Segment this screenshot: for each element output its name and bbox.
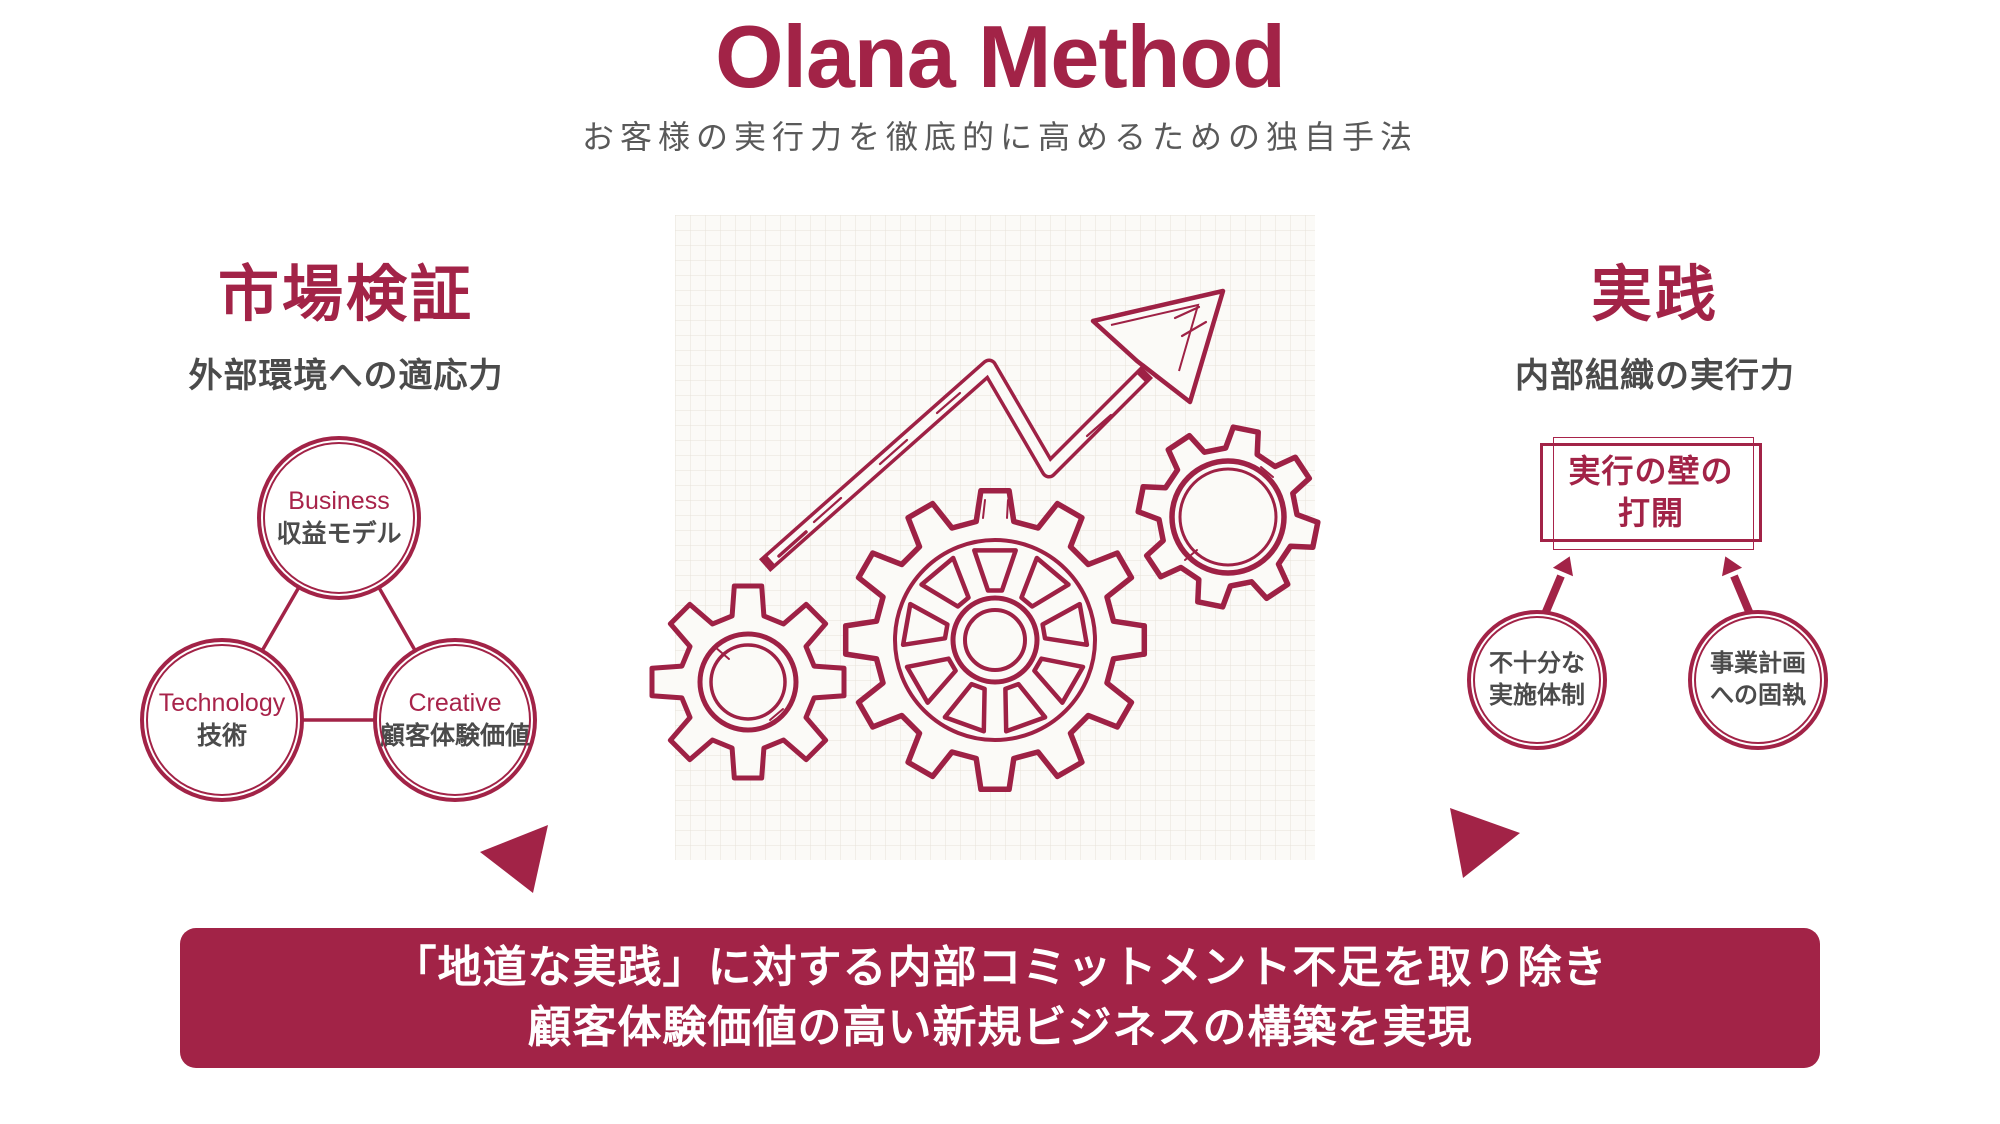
- circle-label-ja: 技術: [196, 721, 247, 750]
- left-pointer-icon: [480, 825, 548, 893]
- obstacle-line1: 事業計画: [1710, 649, 1806, 677]
- page-subtitle: お客様の実行力を徹底的に高めるための独自手法: [581, 119, 1418, 155]
- up-arrow-icon: [1541, 556, 1573, 616]
- obstacle-line1: 不十分な: [1489, 649, 1585, 677]
- practice-heading: 実践: [1590, 260, 1719, 328]
- banner-line1: 「地道な実践」に対する内部コミットメント不足を取り除き: [392, 943, 1608, 992]
- business-circle: Business 収益モデル: [257, 436, 421, 600]
- obstacle-line2: への固執: [1710, 682, 1806, 709]
- circle-label-en: Creative: [408, 689, 502, 718]
- obstacle-line2: 実施体制: [1489, 682, 1585, 709]
- market-validation-subheading: 外部環境への適応力: [188, 357, 504, 395]
- creative-circle: Creative 顧客体験価値: [373, 638, 537, 802]
- banner-line2: 顧客体験価値の高い新規ビジネスの構築を実現: [527, 1003, 1473, 1052]
- market-validation-heading: 市場検証: [217, 260, 474, 328]
- breakthrough-line2: 打開: [1617, 494, 1684, 531]
- page-title: Olana Method: [715, 7, 1286, 106]
- breakthrough-box: 実行の壁の 打開: [1540, 437, 1762, 550]
- breakthrough-line1: 実行の壁の: [1568, 452, 1734, 489]
- circle-label-ja: 収益モデル: [276, 519, 402, 548]
- obstacle-circle-plan: 事業計画 への固執: [1688, 610, 1828, 750]
- practice-subheading: 内部組織の実行力: [1515, 357, 1795, 395]
- growth-arrow-icon: [759, 288, 1226, 572]
- circle-label-en: Technology: [158, 689, 286, 718]
- summary-banner: 「地道な実践」に対する内部コミットメント不足を取り除き 顧客体験価値の高い新規ビ…: [180, 928, 1820, 1068]
- growth-gears-illustration: [649, 215, 1321, 860]
- technology-circle: Technology 技術: [140, 638, 304, 802]
- circle-label-en: Business: [288, 487, 390, 516]
- up-arrow-icon: [1722, 556, 1754, 616]
- right-pointer-icon: [1450, 808, 1520, 878]
- circle-label-ja: 顧客体験価値: [379, 721, 530, 750]
- obstacle-circle-structure: 不十分な 実施体制: [1467, 610, 1607, 750]
